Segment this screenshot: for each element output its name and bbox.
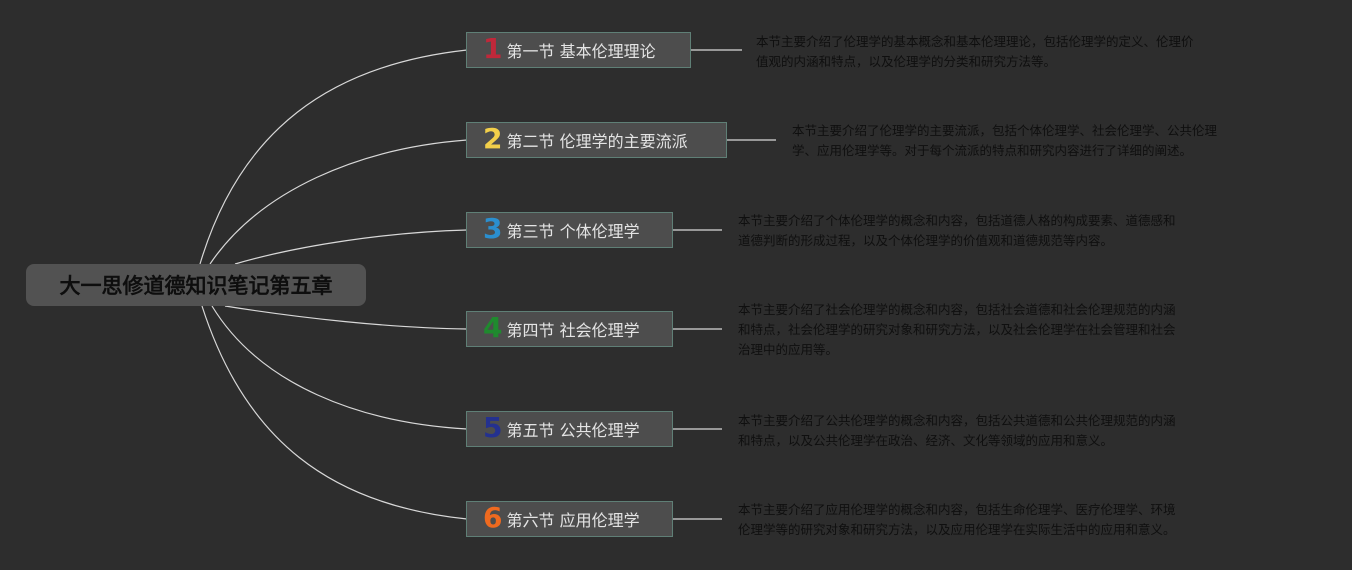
- section-description-3: 本节主要介绍了个体伦理学的概念和内容，包括道德人格的构成要素、道德感和 道德判断…: [738, 211, 1176, 251]
- section-node-1[interactable]: 1 第一节 基本伦理理论: [466, 32, 691, 68]
- branch-line-5: [211, 305, 468, 430]
- number-badge-3: 3: [483, 212, 503, 245]
- description-line: 本节主要介绍了社会伦理学的概念和内容，包括社会道德和社会伦理规范的内涵: [738, 302, 1176, 317]
- description-line: 和特点，以及公共伦理学在政治、经济、文化等领域的应用和意义。: [738, 433, 1114, 448]
- section-label-6: 第六节 应用伦理学: [506, 511, 640, 530]
- description-line: 本节主要介绍了伦理学的基本概念和基本伦理理论，包括伦理学的定义、伦理价: [756, 34, 1194, 49]
- description-line: 道德判断的形成过程，以及个体伦理学的价值观和道德规范等内容。: [738, 233, 1114, 248]
- branch-line-4: [224, 305, 468, 330]
- number-badge-5: 5: [483, 411, 503, 444]
- number-badge-4: 4: [483, 311, 503, 344]
- branch-line-3: [234, 229, 468, 265]
- section-node-6[interactable]: 6 第六节 应用伦理学: [466, 501, 673, 537]
- description-line: 本节主要介绍了应用伦理学的概念和内容，包括生命伦理学、医疗伦理学、环境: [738, 502, 1176, 517]
- description-line: 值观的内涵和特点，以及伦理学的分类和研究方法等。: [756, 54, 1057, 69]
- section-description-6: 本节主要介绍了应用伦理学的概念和内容，包括生命伦理学、医疗伦理学、环境 伦理学等…: [738, 500, 1176, 540]
- section-node-2[interactable]: 2 第二节 伦理学的主要流派: [466, 122, 727, 158]
- branch-line-1: [199, 49, 468, 265]
- branch-line-6: [201, 305, 468, 520]
- section-label-2: 第二节 伦理学的主要流派: [506, 132, 688, 151]
- branch-line-2: [209, 139, 468, 265]
- section-label-1: 第一节 基本伦理理论: [506, 42, 656, 61]
- number-badge-2: 2: [483, 122, 503, 155]
- root-topic[interactable]: 大一思修道德知识笔记第五章: [26, 264, 366, 306]
- section-label-4: 第四节 社会伦理学: [506, 321, 640, 340]
- number-badge-1: 1: [483, 32, 503, 65]
- description-line: 本节主要介绍了个体伦理学的概念和内容，包括道德人格的构成要素、道德感和: [738, 213, 1176, 228]
- section-node-3[interactable]: 3 第三节 个体伦理学: [466, 212, 673, 248]
- section-description-1: 本节主要介绍了伦理学的基本概念和基本伦理理论，包括伦理学的定义、伦理价 值观的内…: [756, 32, 1194, 72]
- section-label-5: 第五节 公共伦理学: [506, 421, 640, 440]
- section-description-4: 本节主要介绍了社会伦理学的概念和内容，包括社会道德和社会伦理规范的内涵 和特点，…: [738, 300, 1176, 360]
- description-line: 伦理学等的研究对象和研究方法，以及应用伦理学在实际生活中的应用和意义。: [738, 522, 1176, 537]
- section-node-5[interactable]: 5 第五节 公共伦理学: [466, 411, 673, 447]
- description-line: 本节主要介绍了伦理学的主要流派，包括个体伦理学、社会伦理学、公共伦理: [792, 123, 1218, 138]
- section-description-5: 本节主要介绍了公共伦理学的概念和内容，包括公共道德和公共伦理规范的内涵 和特点，…: [738, 411, 1176, 451]
- description-line: 治理中的应用等。: [738, 342, 839, 357]
- root-title: 大一思修道德知识笔记第五章: [59, 274, 333, 298]
- description-line: 和特点，社会伦理学的研究对象和研究方法，以及社会伦理学在社会管理和社会: [738, 322, 1176, 337]
- section-node-4[interactable]: 4 第四节 社会伦理学: [466, 311, 673, 347]
- description-line: 学、应用伦理学等。对于每个流派的特点和研究内容进行了详细的阐述。: [792, 143, 1193, 158]
- section-label-3: 第三节 个体伦理学: [506, 222, 640, 241]
- description-line: 本节主要介绍了公共伦理学的概念和内容，包括公共道德和公共伦理规范的内涵: [738, 413, 1176, 428]
- number-badge-6: 6: [483, 501, 503, 534]
- section-description-2: 本节主要介绍了伦理学的主要流派，包括个体伦理学、社会伦理学、公共伦理 学、应用伦…: [792, 121, 1217, 161]
